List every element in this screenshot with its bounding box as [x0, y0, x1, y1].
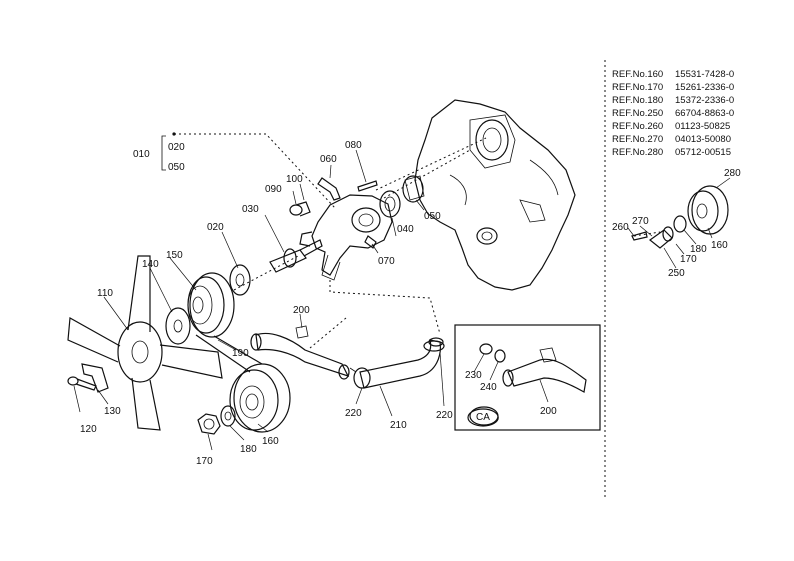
- callout-250: 250: [668, 268, 685, 279]
- callout-280: 280: [724, 168, 741, 179]
- callout-200: 200: [293, 305, 310, 316]
- callout-220a: 220: [345, 408, 362, 419]
- fan-pulley-150: [187, 272, 235, 338]
- callout-180-right: 180: [690, 244, 707, 255]
- group-bracket: [161, 135, 166, 171]
- ref-part-260: 01123-50825: [675, 121, 730, 132]
- callout-030: 030: [242, 204, 259, 215]
- crank-pulley-160: [229, 363, 291, 433]
- gasket-040: [379, 190, 401, 218]
- stud-080: [357, 180, 378, 192]
- callout-140: 140: [142, 259, 159, 270]
- callout-220b: 220: [436, 410, 453, 421]
- group-child-050: 050: [168, 162, 185, 173]
- water-pump-housing: [299, 194, 393, 281]
- engine-block: [414, 99, 576, 291]
- nut-170: [197, 413, 221, 435]
- nipple-060: [317, 177, 341, 201]
- callout-160: 160: [262, 436, 279, 447]
- ref-part-160: 15531-7428-0: [675, 69, 734, 80]
- hose-clamp-220a: [349, 367, 371, 389]
- variant-crank-pulley-view: [631, 185, 729, 249]
- washer-180: [220, 405, 236, 427]
- bolt-090-100: [289, 201, 311, 217]
- callout-260: 260: [612, 222, 629, 233]
- callout-130: 130: [104, 406, 121, 417]
- callout-080: 080: [345, 140, 362, 151]
- group-child-020: 020: [168, 142, 185, 153]
- ref-no-280: REF.No.280: [612, 147, 663, 158]
- variant-inset-ca: [454, 324, 601, 431]
- callout-labels: 010 020 050 030 020 040 050 060 070 080 …: [80, 140, 741, 467]
- pipe-end-seal: [338, 364, 350, 380]
- pump-flange-020: [229, 264, 251, 296]
- variant-badge-outline: [467, 408, 499, 427]
- callout-200-inset: 200: [540, 406, 557, 417]
- clip-130: [81, 363, 109, 393]
- callout-120: 120: [80, 424, 97, 435]
- ref-no-180: REF.No.180: [612, 95, 663, 106]
- water-pipe-200: [250, 325, 350, 378]
- callout-040: 040: [397, 224, 414, 235]
- callout-180: 180: [240, 444, 257, 455]
- ref-part-180: 15372-2336-0: [675, 95, 734, 106]
- callout-020: 020: [207, 222, 224, 233]
- ref-no-250: REF.No.250: [612, 108, 663, 119]
- callout-230: 230: [465, 370, 482, 381]
- callout-070: 070: [378, 256, 395, 267]
- callout-110: 110: [97, 288, 113, 299]
- callout-210: 210: [390, 420, 407, 431]
- callout-100: 100: [286, 174, 303, 185]
- callout-270: 270: [632, 216, 649, 227]
- ref-part-280: 05712-00515: [675, 147, 731, 158]
- callout-060: 060: [320, 154, 337, 165]
- callout-050: 050: [424, 211, 441, 222]
- callout-240: 240: [480, 382, 497, 393]
- pump-shaft-030: [269, 239, 323, 273]
- v-belt-190: [195, 334, 263, 373]
- spacer-140: [165, 307, 191, 345]
- ref-part-170: 15261-2336-0: [675, 82, 734, 93]
- reference-list: REF.No.160 15531-7428-0 REF.No.170 15261…: [612, 69, 734, 158]
- water-pipe-210: [359, 337, 444, 389]
- callout-090: 090: [265, 184, 282, 195]
- group-label-010: 010: [133, 149, 150, 160]
- ref-no-170: REF.No.170: [612, 82, 663, 93]
- bolt-120: [67, 376, 97, 391]
- variant-badge: CA: [476, 412, 490, 423]
- cooling-fan-110: [67, 255, 223, 431]
- leader-lines: [73, 149, 731, 451]
- callout-190: 190: [232, 348, 249, 359]
- ref-no-270: REF.No.270: [612, 134, 663, 145]
- bolt-070: [364, 235, 377, 249]
- ref-no-160: REF.No.160: [612, 69, 663, 80]
- callout-160-right: 160: [711, 240, 728, 251]
- thermostat-cover-050: [402, 175, 425, 203]
- callout-170-right: 170: [680, 254, 697, 265]
- group-bracket-dot: [172, 132, 176, 136]
- ref-part-270: 04013-50080: [675, 134, 731, 145]
- ref-part-250: 66704-8863-0: [675, 108, 734, 119]
- callout-150: 150: [166, 250, 183, 261]
- hose-clamp-220b: [423, 340, 445, 352]
- alignment-lines: [174, 60, 661, 498]
- ref-no-260: REF.No.260: [612, 121, 663, 132]
- callout-170: 170: [196, 456, 213, 467]
